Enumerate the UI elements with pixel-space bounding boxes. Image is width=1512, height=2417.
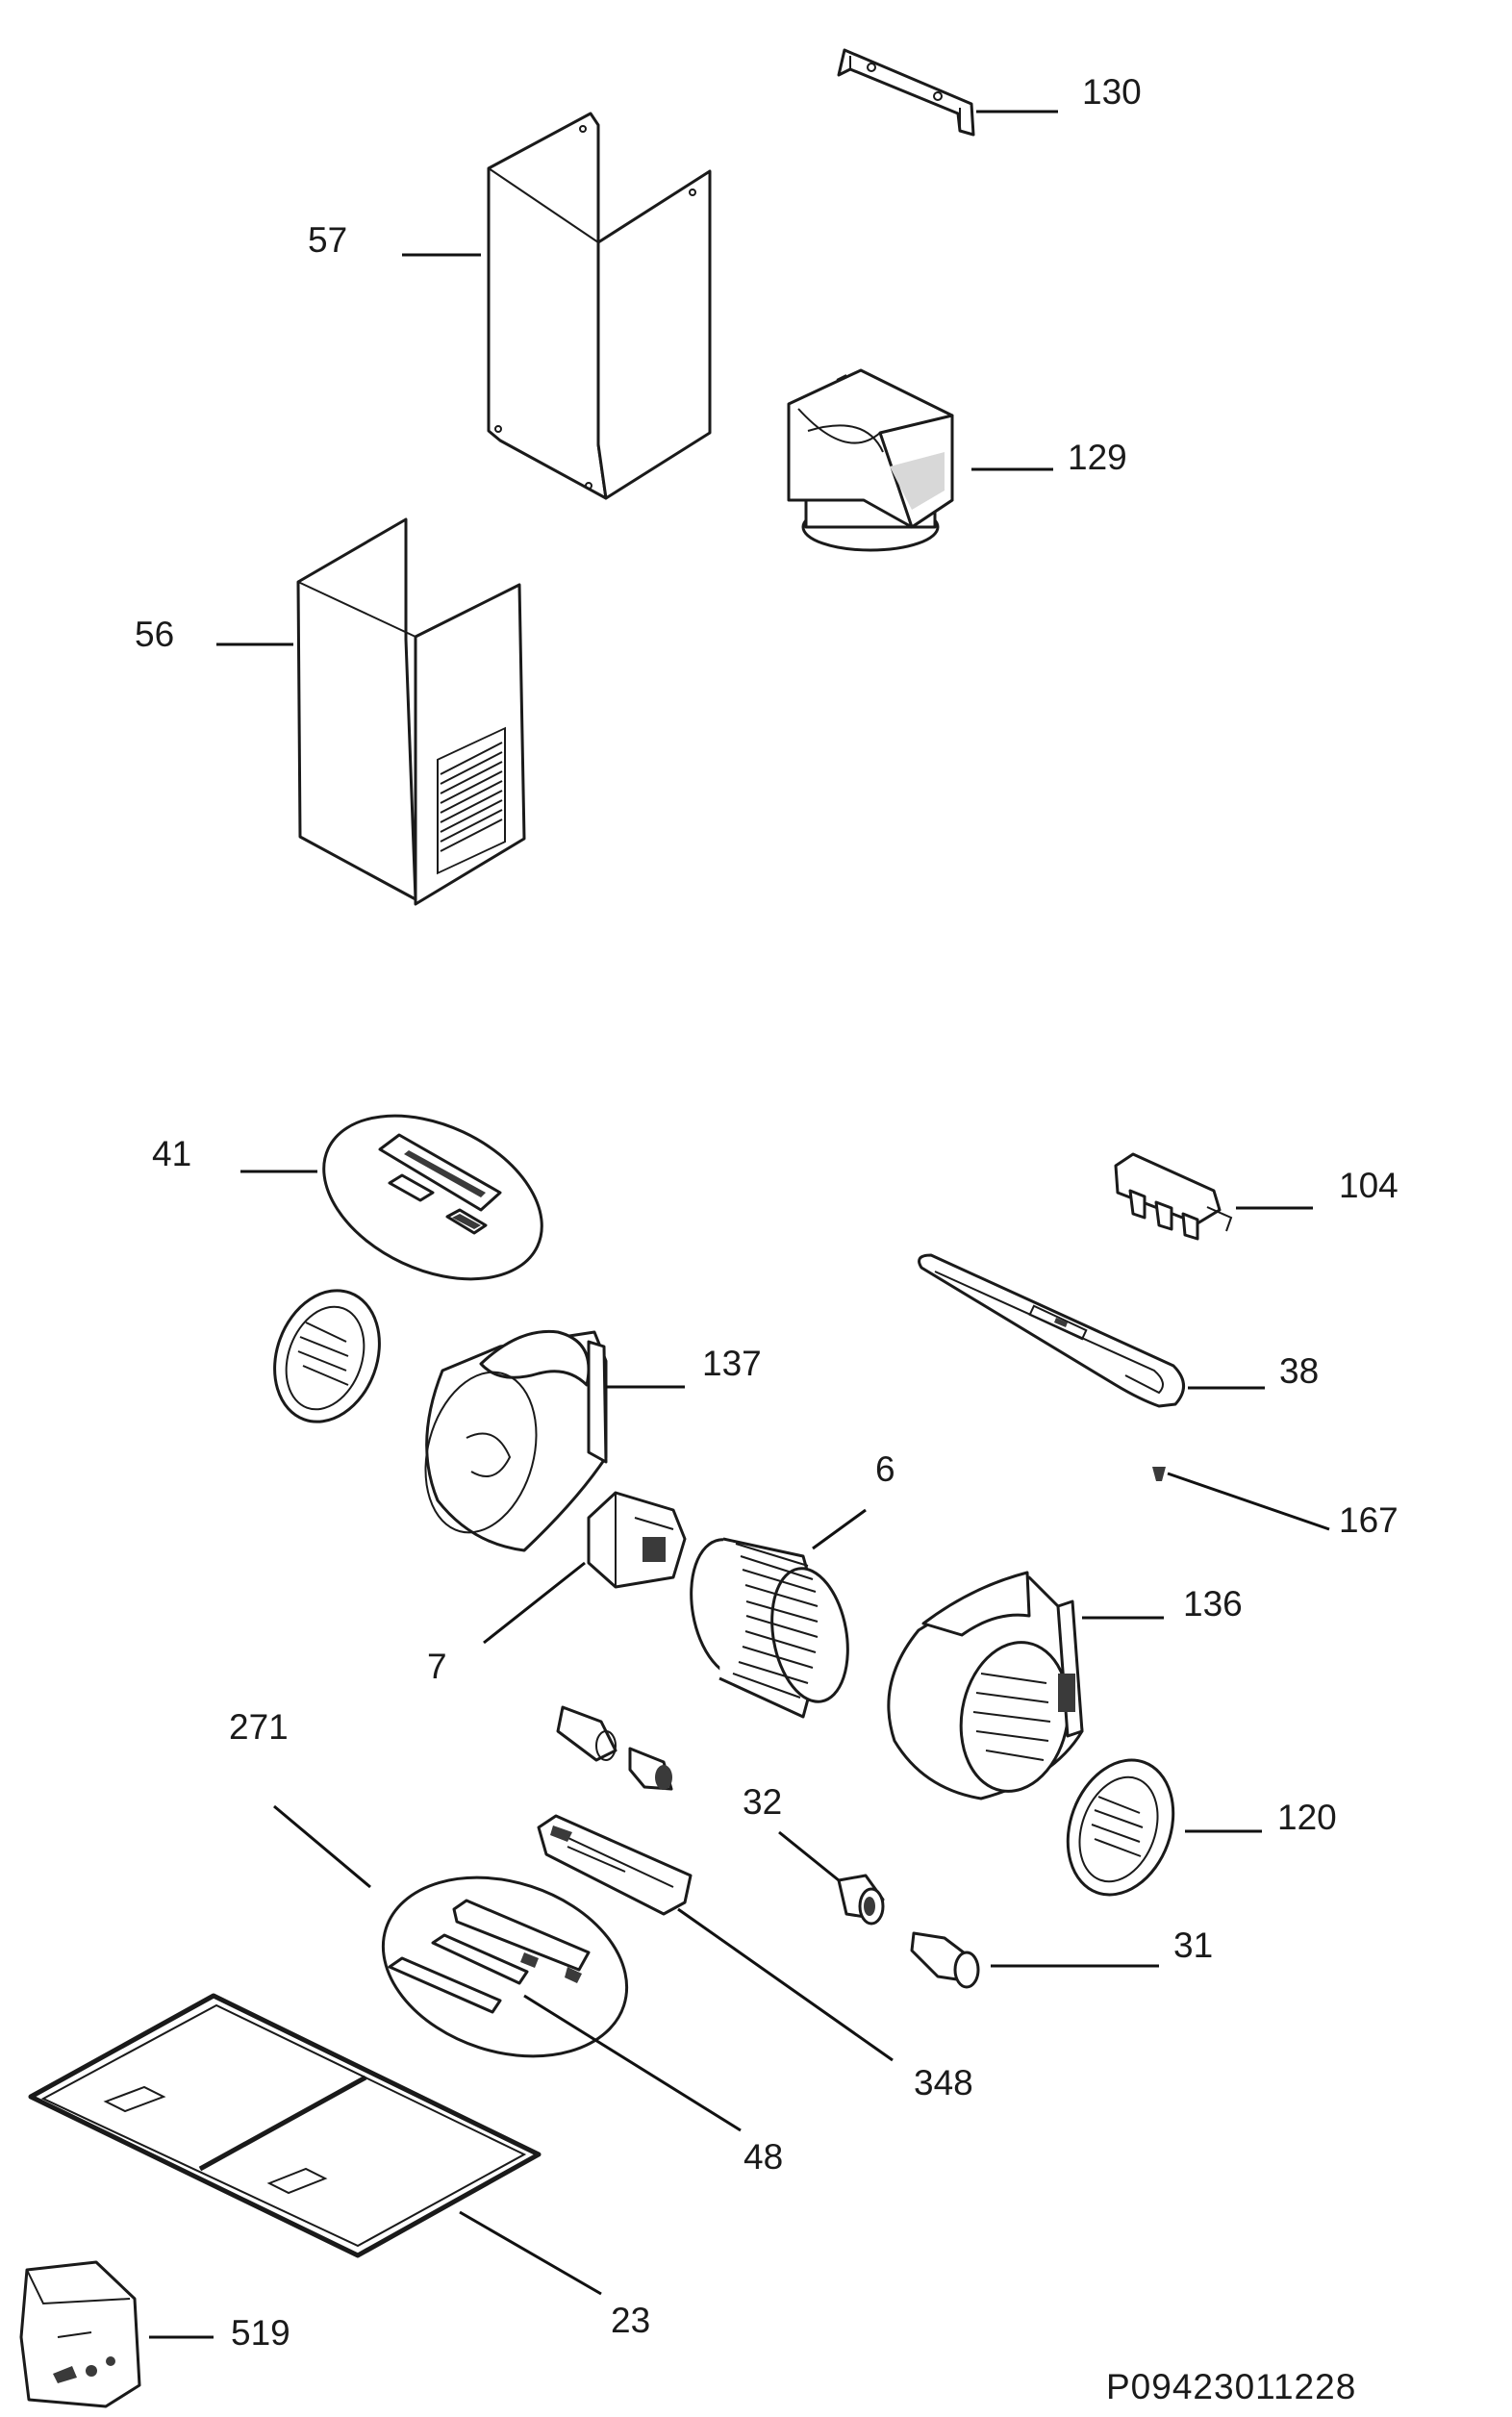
leader-348 (677, 1907, 894, 2062)
part-31-bulb (910, 1931, 980, 1989)
label-7: 7 (427, 1647, 447, 1686)
part-57-upper-chimney (487, 112, 712, 500)
label-57: 57 (308, 220, 347, 260)
lamp-socket-left (628, 1747, 673, 1791)
label-48: 48 (743, 2137, 783, 2177)
label-41: 41 (152, 1134, 191, 1173)
leader-23 (459, 2210, 602, 2296)
leader-48 (523, 1994, 742, 2132)
leader-167 (1167, 1472, 1330, 1531)
part-32-lamp-socket (837, 1874, 885, 1926)
part-48-lamp-boards (381, 1876, 629, 2058)
label-120: 120 (1277, 1798, 1337, 1837)
part-104-switch-cover (1114, 1152, 1233, 1241)
leader-271 (273, 1804, 371, 1889)
vent-grille (437, 726, 506, 875)
diagram-code: P09423011228 (1106, 2367, 1356, 2406)
leader-32 (778, 1830, 840, 1882)
part-120-right-grille (1066, 1758, 1175, 1897)
label-137: 137 (702, 1344, 762, 1383)
part-129-duct-adapter (787, 368, 954, 552)
label-271: 271 (229, 1707, 289, 1747)
part-38-control-panel (918, 1253, 1185, 1408)
part-136-right-fan-housing (887, 1571, 1084, 1800)
leader-7 (483, 1561, 586, 1645)
label-130: 130 (1082, 72, 1142, 112)
label-23: 23 (611, 2301, 650, 2340)
label-129: 129 (1068, 438, 1127, 477)
part-23-grease-filters (28, 1993, 542, 2258)
part-519-accessory-bag (19, 2260, 141, 2408)
lamp-holder-left (556, 1705, 617, 1762)
label-31: 31 (1173, 1926, 1213, 1965)
part-137-left-fan-housing (424, 1329, 608, 1552)
part-56-lower-chimney (296, 517, 526, 906)
label-104: 104 (1339, 1166, 1399, 1205)
part-41-control-board (322, 1114, 543, 1281)
label-136: 136 (1183, 1584, 1243, 1624)
part-348-lamp-bracket (537, 1814, 693, 1916)
label-167: 167 (1339, 1500, 1399, 1540)
label-519: 519 (231, 2313, 290, 2353)
left-motor-grille (273, 1289, 381, 1423)
part-130-bracket (837, 48, 975, 137)
label-32: 32 (743, 1782, 782, 1822)
label-56: 56 (135, 615, 174, 654)
part-167-screw (1152, 1467, 1166, 1481)
label-38: 38 (1279, 1351, 1319, 1391)
leader-6 (812, 1508, 867, 1550)
label-348: 348 (914, 2063, 973, 2102)
label-6: 6 (875, 1449, 895, 1489)
part-6-fan-wheel (690, 1537, 849, 1719)
part-7-capacitor (587, 1491, 687, 1589)
